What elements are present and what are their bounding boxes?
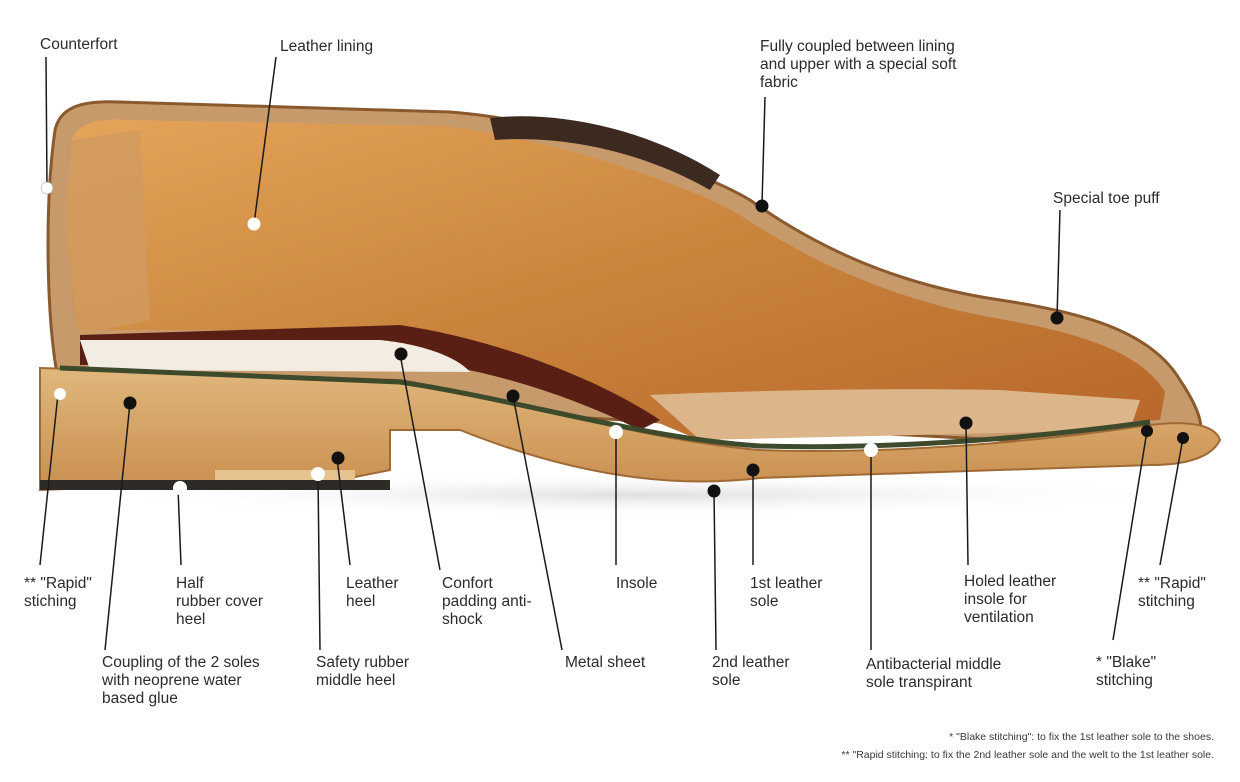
heel-rubber-strip xyxy=(40,480,390,490)
dot-half-rubber xyxy=(173,481,187,495)
footnote-blake: * "Blake stitching": to fix the 1st leat… xyxy=(949,731,1214,743)
dot-safety-rubber xyxy=(311,467,325,481)
label-leather-heel: Leather heel xyxy=(346,575,399,610)
label-safety-rubber: Safety rubber middle heel xyxy=(316,654,410,689)
dot-rapid-right xyxy=(1177,432,1189,444)
label-rapid-stitching-left: ** "Rapid" stiching xyxy=(24,575,92,610)
midsole-line xyxy=(59,365,1151,450)
label-leather-lining: Leather lining xyxy=(280,38,374,55)
label-holed-leather-insole: Holed leather insole for ventilation xyxy=(964,573,1057,626)
dot-insole xyxy=(609,425,623,439)
dot-first-sole xyxy=(746,463,760,477)
dot-metal-sheet xyxy=(506,389,520,403)
shoe-flap xyxy=(490,116,720,190)
label-special-toe-puff: Special toe puff xyxy=(1053,190,1160,207)
dot-holed-insole xyxy=(959,416,973,430)
leader-lines xyxy=(39,56,1184,651)
label-first-leather-sole: 1st leather sole xyxy=(750,575,823,610)
footnote-rapid: ** "Rapid stitching: to fix the 2nd leat… xyxy=(841,749,1214,761)
label-confort-padding: Confort padding anti- shock xyxy=(442,575,532,628)
dot-second-sole xyxy=(707,484,721,498)
dot-confort-padding xyxy=(394,347,408,361)
holed-insole xyxy=(650,389,1140,440)
label-fully-coupled: Fully coupled between lining and upper w… xyxy=(760,38,957,91)
dot-toe-puff xyxy=(1050,311,1064,325)
label-counterfort: Counterfort xyxy=(40,36,118,53)
heel-middle-strip xyxy=(215,470,355,480)
callout-dots xyxy=(40,181,1189,498)
dot-leather-lining xyxy=(247,217,261,231)
dot-antibacterial xyxy=(864,443,878,457)
white-padding xyxy=(80,340,470,372)
dot-leather-heel xyxy=(331,451,345,465)
dot-rapid-left xyxy=(54,388,66,400)
label-coupling-soles: Coupling of the 2 soles with neoprene wa… xyxy=(102,654,260,707)
dot-blake xyxy=(1141,425,1153,437)
label-blake-stitching: * "Blake" stitching xyxy=(1096,654,1157,689)
label-half-rubber-cover-heel: Half rubber cover heel xyxy=(176,575,264,628)
dot-counterfort xyxy=(40,181,54,195)
dot-fully-coupled xyxy=(755,199,769,213)
shoe-lining xyxy=(68,119,1166,441)
label-second-leather-sole: 2nd leather sole xyxy=(712,654,790,689)
dot-coupling xyxy=(123,396,137,410)
label-rapid-stitching-right: ** "Rapid" stitching xyxy=(1138,575,1206,610)
label-metal-sheet: Metal sheet xyxy=(565,654,646,671)
label-antibacterial: Antibacterial middle sole transpirant xyxy=(866,656,1002,691)
label-insole: Insole xyxy=(616,575,658,592)
counterfort-block xyxy=(68,130,150,335)
